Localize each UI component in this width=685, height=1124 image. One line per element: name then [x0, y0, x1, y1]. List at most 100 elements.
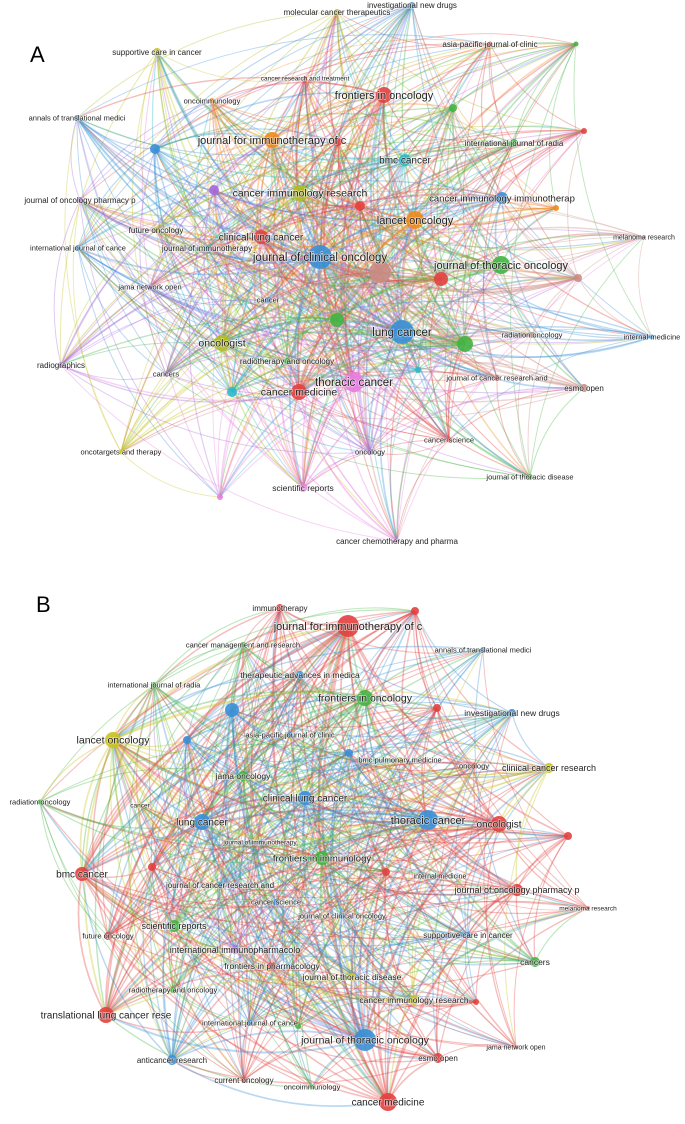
- network-node[interactable]: [77, 197, 83, 203]
- network-node[interactable]: [214, 335, 230, 351]
- network-node[interactable]: [409, 2, 415, 8]
- network-node[interactable]: [337, 615, 359, 637]
- network-node[interactable]: [209, 98, 215, 104]
- network-node[interactable]: [315, 851, 329, 865]
- network-node[interactable]: [369, 261, 391, 283]
- network-node[interactable]: [496, 192, 508, 204]
- network-node[interactable]: [438, 874, 442, 878]
- network-node[interactable]: [268, 962, 276, 970]
- network-node[interactable]: [240, 642, 246, 648]
- network-node[interactable]: [254, 230, 268, 244]
- network-node[interactable]: [449, 104, 457, 112]
- network-node[interactable]: [642, 235, 646, 239]
- network-node[interactable]: [153, 48, 161, 56]
- network-node[interactable]: [264, 132, 280, 148]
- network-node[interactable]: [104, 932, 112, 940]
- network-node[interactable]: [397, 757, 403, 763]
- network-node[interactable]: [284, 358, 290, 364]
- network-node[interactable]: [433, 704, 441, 712]
- network-node[interactable]: [75, 867, 89, 881]
- network-node[interactable]: [231, 946, 239, 954]
- network-node[interactable]: [530, 957, 540, 967]
- network-node[interactable]: [465, 932, 471, 938]
- network-node[interactable]: [227, 387, 237, 397]
- network-node[interactable]: [291, 384, 307, 400]
- network-node[interactable]: [194, 814, 210, 830]
- network-node[interactable]: [58, 362, 64, 368]
- network-node[interactable]: [354, 1029, 376, 1051]
- network-node[interactable]: [367, 449, 373, 455]
- network-node[interactable]: [74, 115, 80, 121]
- network-node[interactable]: [98, 1007, 114, 1023]
- network-node[interactable]: [553, 205, 559, 211]
- network-node[interactable]: [298, 791, 312, 805]
- network-node[interactable]: [492, 256, 510, 274]
- network-node[interactable]: [276, 604, 284, 612]
- network-node[interactable]: [241, 1077, 247, 1083]
- network-node[interactable]: [508, 709, 516, 717]
- network-node[interactable]: [37, 799, 43, 805]
- network-node[interactable]: [409, 995, 419, 1005]
- network-node[interactable]: [544, 763, 554, 773]
- network-node[interactable]: [258, 840, 262, 844]
- network-node[interactable]: [339, 913, 345, 919]
- network-node[interactable]: [75, 245, 81, 251]
- network-node[interactable]: [147, 284, 153, 290]
- network-node[interactable]: [406, 211, 424, 229]
- network-node[interactable]: [355, 201, 365, 211]
- network-node[interactable]: [649, 334, 655, 340]
- network-node[interactable]: [379, 1093, 397, 1111]
- network-node[interactable]: [487, 41, 493, 47]
- network-node[interactable]: [308, 245, 332, 269]
- network-node[interactable]: [287, 732, 293, 738]
- network-node[interactable]: [514, 1045, 518, 1049]
- network-node[interactable]: [510, 139, 518, 147]
- network-node[interactable]: [292, 185, 308, 201]
- network-node[interactable]: [163, 371, 169, 377]
- network-node[interactable]: [382, 868, 390, 876]
- network-node[interactable]: [471, 763, 477, 769]
- network-node[interactable]: [511, 884, 523, 896]
- network-node[interactable]: [586, 906, 590, 910]
- network-node[interactable]: [344, 372, 364, 392]
- network-node[interactable]: [105, 732, 121, 748]
- network-node[interactable]: [148, 863, 156, 871]
- network-node[interactable]: [345, 749, 353, 757]
- network-node[interactable]: [330, 313, 344, 327]
- network-node[interactable]: [473, 999, 479, 1005]
- network-node[interactable]: [390, 320, 414, 344]
- network-node[interactable]: [309, 1084, 315, 1090]
- network-node[interactable]: [480, 647, 486, 653]
- network-node[interactable]: [491, 816, 507, 832]
- network-node[interactable]: [573, 41, 579, 47]
- network-node[interactable]: [273, 899, 279, 905]
- network-node[interactable]: [138, 803, 142, 807]
- network-node[interactable]: [225, 703, 239, 717]
- network-node[interactable]: [334, 138, 342, 146]
- network-node[interactable]: [529, 332, 535, 338]
- network-node[interactable]: [348, 973, 356, 981]
- network-node[interactable]: [295, 1023, 301, 1029]
- network-node[interactable]: [209, 185, 219, 195]
- network-node[interactable]: [376, 87, 392, 103]
- network-node[interactable]: [418, 810, 438, 830]
- network-node[interactable]: [183, 736, 191, 744]
- network-node[interactable]: [151, 682, 157, 688]
- network-node[interactable]: [296, 671, 304, 679]
- network-node[interactable]: [150, 144, 160, 154]
- network-node[interactable]: [334, 9, 340, 15]
- network-node[interactable]: [564, 832, 572, 840]
- network-node[interactable]: [118, 449, 124, 455]
- network-node[interactable]: [167, 1055, 177, 1065]
- network-node[interactable]: [357, 690, 373, 706]
- network-node[interactable]: [265, 297, 271, 303]
- network-node[interactable]: [399, 154, 411, 166]
- network-node[interactable]: [434, 272, 448, 286]
- network-node[interactable]: [580, 384, 588, 392]
- network-node[interactable]: [494, 375, 500, 381]
- network-node[interactable]: [527, 474, 533, 480]
- network-node[interactable]: [303, 76, 307, 80]
- network-node[interactable]: [168, 920, 180, 932]
- network-node[interactable]: [217, 494, 223, 500]
- network-node[interactable]: [415, 367, 421, 373]
